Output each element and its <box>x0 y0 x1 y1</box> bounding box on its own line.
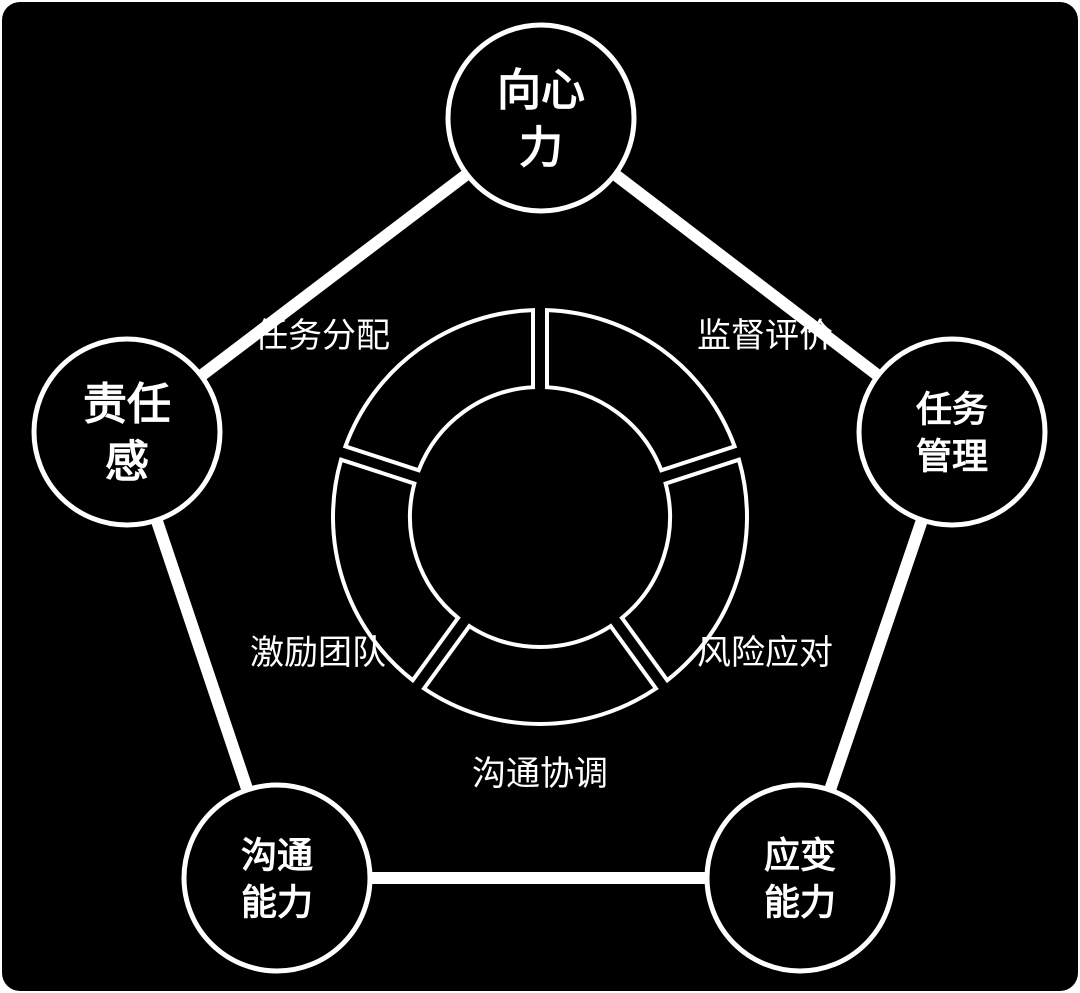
node-label: 力 <box>519 122 563 173</box>
node-label: 感 <box>105 436 149 487</box>
node-circle <box>856 336 1048 528</box>
node-circle <box>704 782 896 974</box>
donut-segment <box>619 457 749 684</box>
node-label: 向心 <box>497 65 585 116</box>
node-label: 任务 <box>916 390 988 431</box>
donut-segment <box>421 623 659 726</box>
node-circle <box>31 336 223 528</box>
segment-label: 沟通协调 <box>472 754 608 794</box>
segment-label: 任务分配 <box>254 316 390 356</box>
donut-segment <box>342 308 535 473</box>
node-0: 向心力 <box>445 22 637 214</box>
node-label: 管理 <box>916 436 988 477</box>
node-label: 沟通 <box>241 836 313 877</box>
donut-segment <box>545 308 738 473</box>
donut-ring <box>331 308 749 726</box>
donut-segment <box>331 457 461 684</box>
segment-label: 监督评价 <box>697 316 833 356</box>
node-label: 能力 <box>241 882 313 923</box>
node-circle <box>445 22 637 214</box>
node-circle <box>181 782 373 974</box>
node-label: 能力 <box>764 882 836 923</box>
node-4: 责任感 <box>31 336 223 528</box>
node-label: 应变 <box>764 835 836 877</box>
segment-label: 风险应对 <box>697 633 833 673</box>
segment-label: 激励团队 <box>250 633 386 673</box>
node-label: 责任 <box>83 379 171 430</box>
